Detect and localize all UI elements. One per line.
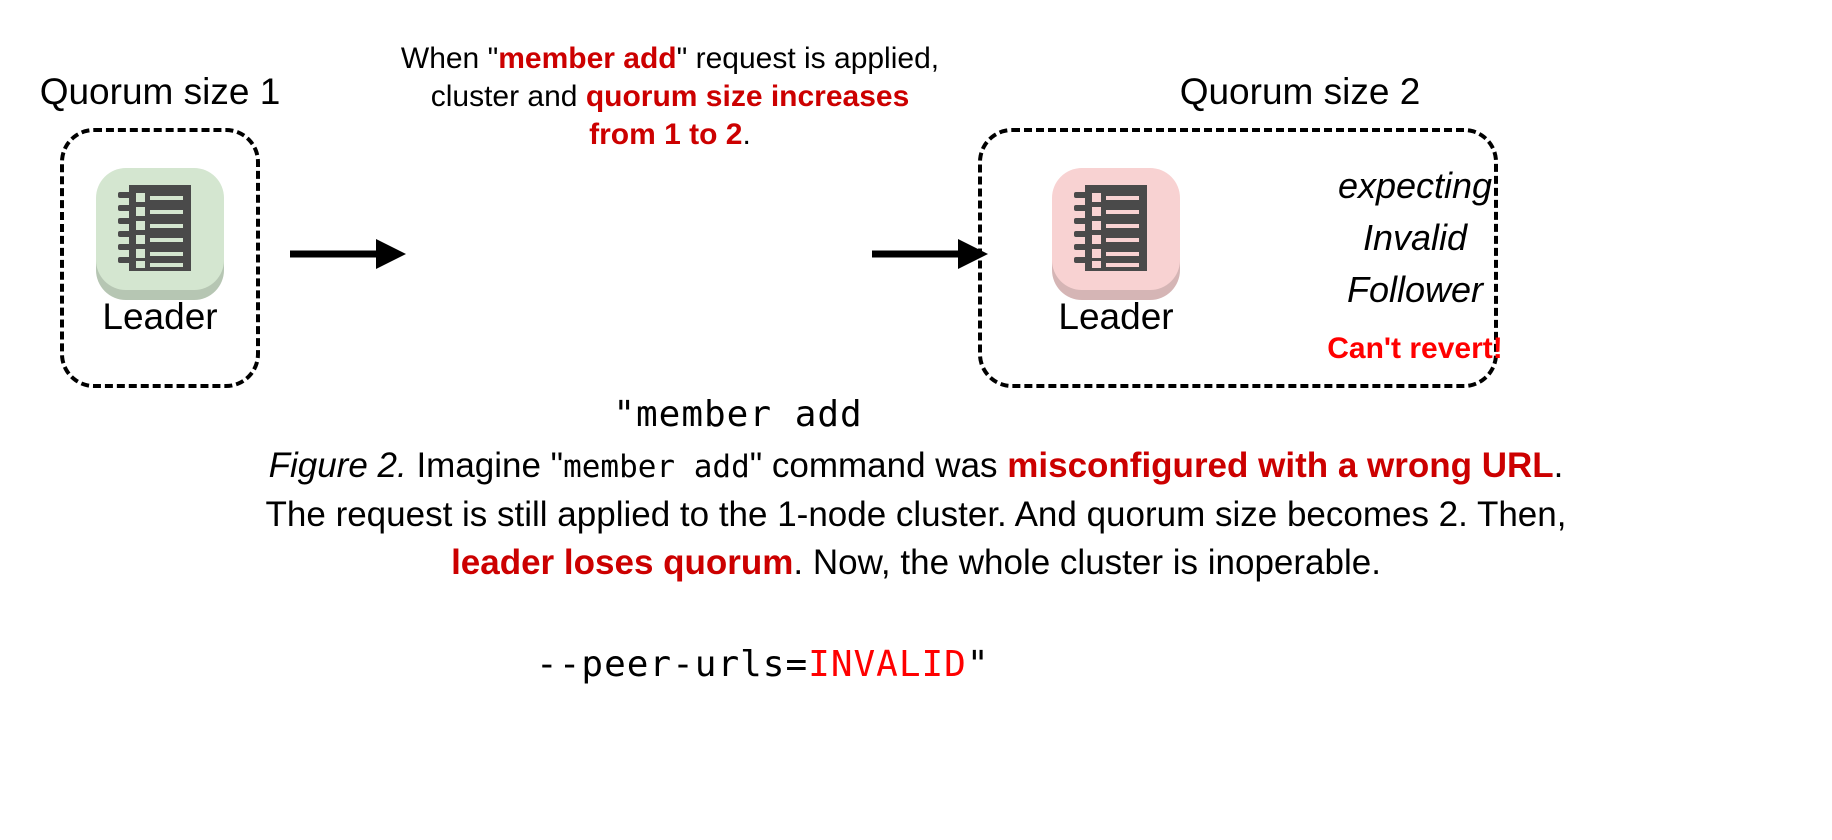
left-node: Leader <box>96 162 224 338</box>
caption-highlight-leader-loses-quorum: leader loses quorum <box>451 543 794 582</box>
top-annotation-line-3: from 1 to 2. <box>380 116 960 154</box>
caption-command-mono: member add <box>563 449 750 485</box>
caption-l1d: " command was <box>749 446 1008 485</box>
arrow-command-to-right <box>870 232 990 281</box>
caption-line-1: Figure 2. Imagine "member add" command w… <box>0 442 1832 491</box>
expecting-line-2: Invalid <box>1362 217 1468 258</box>
right-quorum-label: Quorum size 2 <box>1179 71 1421 112</box>
expecting-block: expecting Invalid Follower <box>1250 160 1580 316</box>
caption-line-3: leader loses quorum. Now, the whole clus… <box>0 539 1832 587</box>
top-note-l1c: " request is applied, <box>676 42 940 75</box>
caption-line-2: The request is still applied to the 1-no… <box>0 491 1832 539</box>
figure-canvas: Quorum size 1 <box>0 40 1832 685</box>
caption-l2: The request is still applied to the 1-no… <box>265 495 1567 534</box>
top-note-l3b: from 1 to 2 <box>589 118 743 151</box>
left-node-label: Leader <box>102 296 218 337</box>
figure-caption: Figure 2. Imagine "member add" command w… <box>0 442 1832 587</box>
caption-l3b: . Now, the whole cluster is inoperable. <box>793 543 1381 582</box>
expecting-line-1: expecting <box>1337 165 1493 206</box>
caption-l1b: Imagine " <box>406 446 564 485</box>
cant-revert-warning: Can't revert! <box>1327 332 1503 365</box>
command-line-1-text: "member add <box>613 394 863 435</box>
top-note-l1b: member add <box>498 42 677 75</box>
top-annotation: When "member add" request is applied, cl… <box>380 40 960 154</box>
right-node: Leader <box>1052 162 1180 338</box>
right-cluster-box <box>978 128 1498 388</box>
command-flag-text: --peer-urls= <box>536 644 809 685</box>
left-cluster-box <box>60 128 260 388</box>
command-block: "member add --peer-urls=INVALID" <box>400 240 989 840</box>
command-line-1: "member add <box>400 340 940 490</box>
command-closing-quote: " <box>966 644 990 685</box>
expecting-line-3: Follower <box>1346 269 1484 310</box>
top-note-l1a: When " <box>400 42 499 75</box>
server-node-icon <box>1052 162 1180 300</box>
caption-highlight-misconfigured: misconfigured with a wrong URL <box>1007 446 1554 485</box>
left-quorum-label: Quorum size 1 <box>39 71 281 112</box>
command-line-2: --peer-urls=INVALID" <box>400 590 989 740</box>
top-annotation-line-2: cluster and quorum size increases <box>380 78 960 116</box>
arrow-left-to-command <box>288 232 408 281</box>
server-node-icon <box>96 162 224 300</box>
command-invalid-value: INVALID <box>808 644 967 685</box>
top-note-l3c: . <box>742 118 751 151</box>
top-annotation-line-1: When "member add" request is applied, <box>380 40 960 78</box>
top-note-l2a: cluster and <box>430 80 586 113</box>
caption-figure-number: Figure 2. <box>268 446 407 485</box>
caption-l1f: . <box>1553 446 1564 485</box>
top-note-l2b: quorum size increases <box>585 80 910 113</box>
right-node-label: Leader <box>1058 296 1174 337</box>
